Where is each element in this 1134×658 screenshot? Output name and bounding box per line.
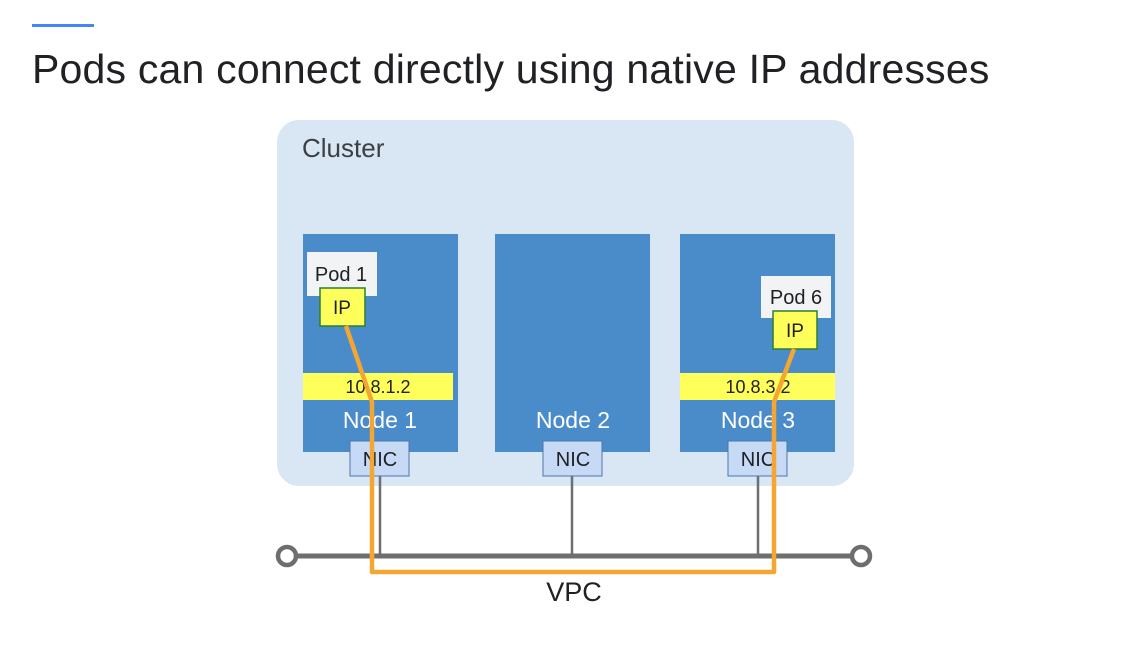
node-3-ip-bar: [680, 373, 835, 400]
pod-1-label: Pod 1: [315, 264, 367, 286]
node-2-label: Node 2: [536, 407, 610, 433]
node-3-label: Node 3: [721, 407, 795, 433]
node-3-ip-address: 10.8.3.2: [725, 377, 790, 397]
title-accent-bar: [32, 24, 94, 27]
node-1-ip-address: 10.8.1.2: [345, 377, 410, 397]
pod-1-ip-box: [319, 287, 366, 327]
vpc-endpoint-right: [849, 544, 873, 568]
vpc-label: VPC: [546, 577, 602, 607]
vpc-endpoint-left: [275, 544, 299, 568]
node-3-nic-label: NIC: [741, 449, 775, 471]
node-2: Node 2: [495, 234, 650, 452]
pod-6-ip-box: [772, 310, 818, 350]
pod-6-label: Pod 6: [770, 287, 822, 309]
node-1-ip-bar: [303, 373, 453, 400]
node-2-nic-label: NIC: [556, 449, 590, 471]
node-1-label: Node 1: [343, 407, 417, 433]
pod-6-ip-label: IP: [786, 321, 804, 342]
node-1-nic: [349, 440, 410, 477]
pod-1-ip-label: IP: [333, 298, 351, 319]
cluster-label: Cluster: [302, 133, 385, 163]
pod-to-pod-traffic-path: [343, 325, 797, 575]
node-1-nic-label: NIC: [363, 449, 397, 471]
node-2-box: [495, 234, 650, 452]
page-title: Pods can connect directly using native I…: [32, 46, 990, 92]
node-3-nic: [727, 440, 788, 477]
node-2-nic: [542, 440, 603, 477]
